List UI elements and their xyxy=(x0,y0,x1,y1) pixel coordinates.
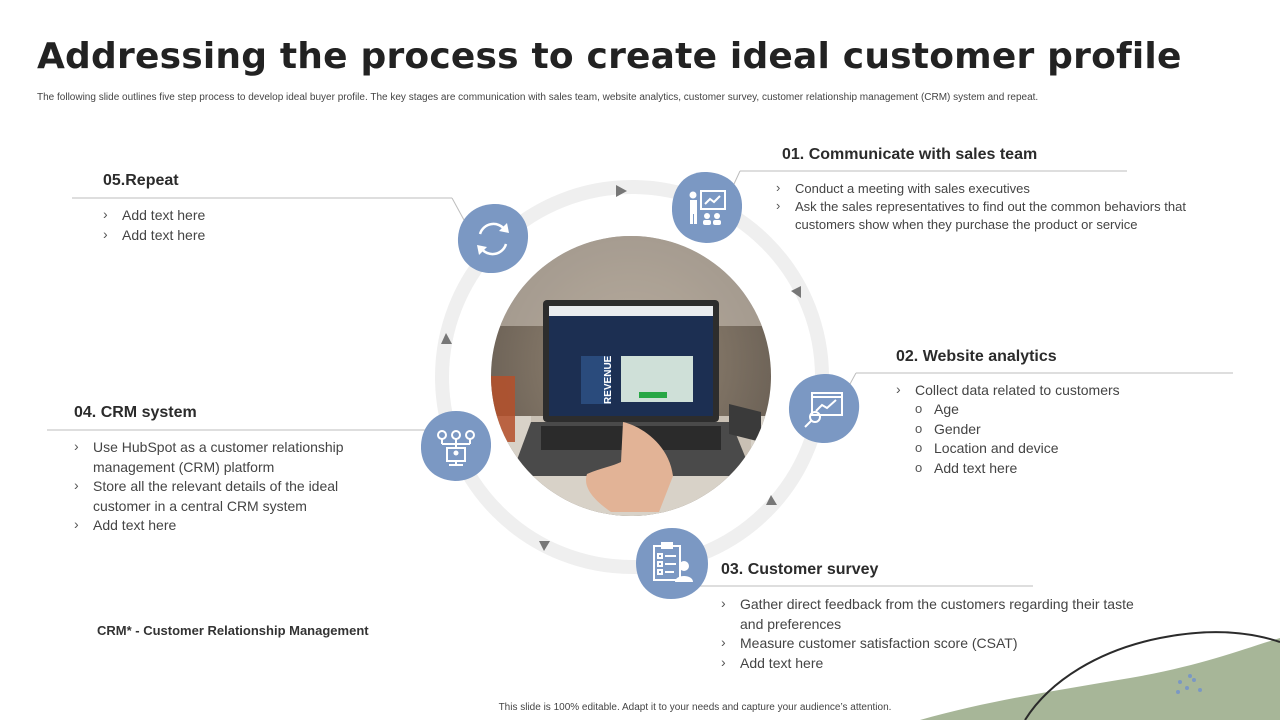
website-sub-bullets: Age Gender Location and device Add text … xyxy=(915,400,1235,478)
crm-footnote: CRM* - Customer Relationship Management xyxy=(97,623,369,638)
screen-side-text: REVENUE xyxy=(603,355,614,404)
list-item: Ask the sales representatives to find ou… xyxy=(776,198,1216,234)
list-item: Store all the relevant details of the id… xyxy=(74,477,374,516)
crm-bullets: Use HubSpot as a customer relationship m… xyxy=(74,438,374,536)
survey-title: 03. Customer survey xyxy=(721,561,878,579)
crm-title: 04. CRM system xyxy=(74,404,197,422)
list-item: Location and device xyxy=(915,439,1235,459)
badge-communicate xyxy=(669,170,745,246)
footer-text: This slide is 100% editable. Adapt it to… xyxy=(0,702,1280,713)
badge-crm xyxy=(418,408,494,484)
list-item: Add text here xyxy=(103,226,403,246)
list-item: Add text here xyxy=(915,459,1235,479)
website-title: 02. Website analytics xyxy=(896,348,1057,366)
center-laptop-photo: REVENUE xyxy=(491,236,771,516)
communicate-title: 01. Communicate with sales team xyxy=(782,146,1037,164)
badge-website xyxy=(786,371,862,447)
list-item: Use HubSpot as a customer relationship m… xyxy=(74,438,374,477)
list-item: Conduct a meeting with sales executives xyxy=(776,180,1216,198)
communicate-bullets: Conduct a meeting with sales executives … xyxy=(776,180,1216,234)
website-bullets: Collect data related to customers xyxy=(896,381,1236,401)
repeat-bullets: Add text here Add text here xyxy=(103,206,403,245)
list-item: Add text here xyxy=(74,516,374,536)
repeat-title: 05.Repeat xyxy=(103,172,179,190)
badge-survey xyxy=(634,526,710,602)
list-item: Age xyxy=(915,400,1235,420)
list-item: Gender xyxy=(915,420,1235,440)
list-item: Collect data related to customers xyxy=(896,381,1236,401)
list-item: Add text here xyxy=(103,206,403,226)
badge-repeat xyxy=(455,201,531,277)
